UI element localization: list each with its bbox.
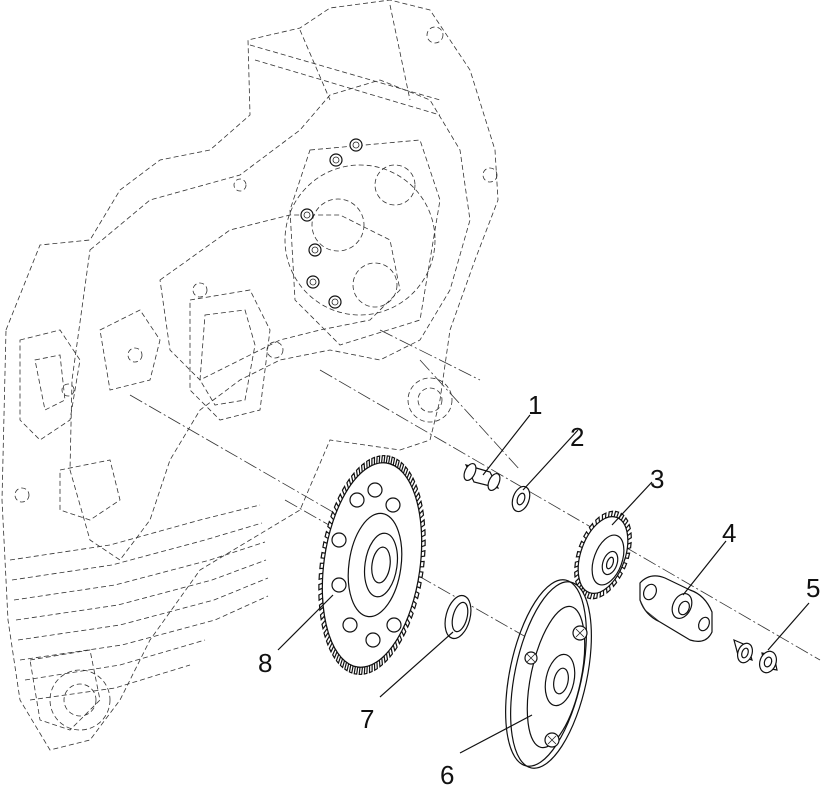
crankcase-bolt-holes <box>300 138 363 309</box>
part-1-shaft-pin <box>463 462 501 492</box>
callout-8: 8 <box>258 648 272 678</box>
callout-6: 6 <box>440 760 454 790</box>
part-4-bracket-plate <box>639 575 713 642</box>
leader-lines <box>277 414 810 754</box>
callout-1: 1 <box>528 390 542 420</box>
part-8-driven-gear <box>318 454 426 676</box>
part-2-washer <box>511 485 531 513</box>
crankcase-housing <box>1 0 499 751</box>
part-7-spacer-ring <box>444 594 472 640</box>
callout-4: 4 <box>722 518 736 548</box>
assembly-center-lines <box>129 329 821 661</box>
callout-labels: 1 2 3 4 5 8 7 6 <box>258 390 820 790</box>
part-3-idler-gear <box>574 510 632 600</box>
callout-7: 7 <box>360 704 374 734</box>
part-6-one-way-clutch <box>505 579 592 769</box>
callout-3: 3 <box>650 464 664 494</box>
callout-2: 2 <box>570 422 584 452</box>
part-5-bolts <box>733 638 778 674</box>
callout-5: 5 <box>806 573 820 603</box>
